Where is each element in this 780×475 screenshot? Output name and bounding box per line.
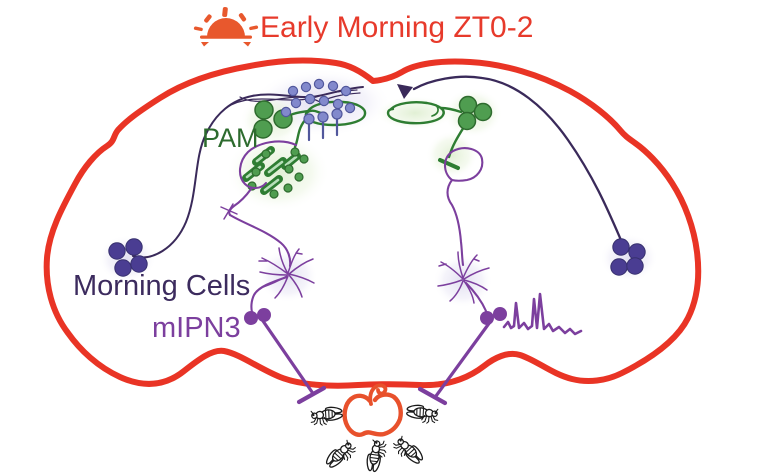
fly-icon (309, 404, 345, 427)
spike-train (502, 292, 583, 336)
inhibition-synapse-left (296, 385, 327, 405)
dopamine-release-sites (280, 78, 356, 142)
inhibition-axon-right (434, 320, 492, 398)
morning-cells-cluster-left (108, 238, 148, 277)
mipn3-neuron-left (220, 140, 327, 405)
arrowhead (397, 84, 413, 99)
dendritic-arbor-left (258, 247, 315, 299)
fly-icon (363, 437, 389, 474)
pam-bouton-terminals (242, 146, 309, 199)
morning-cells-cluster-right (610, 238, 646, 276)
pam-cluster-right (457, 95, 493, 131)
mipn3-neuron-right (417, 147, 583, 406)
rising-sun-icon (193, 6, 259, 47)
inhibition-axon-left (261, 319, 314, 394)
morning-cells-projection-arrow-right (397, 75, 626, 249)
inhibition-synapse-right (417, 386, 448, 406)
brain-outline (43, 57, 702, 389)
mipn3-label: mIPN3 (152, 312, 241, 344)
fly-icon (321, 436, 359, 474)
morning-cells-label: Morning Cells (73, 270, 251, 302)
apple-icon (342, 383, 403, 437)
apple-stem (368, 383, 388, 406)
fly-icon (404, 402, 440, 425)
fly-icon (390, 432, 428, 470)
diagram-title: Early Morning ZT0-2 (260, 11, 534, 44)
pam-label: PAM (202, 123, 259, 153)
